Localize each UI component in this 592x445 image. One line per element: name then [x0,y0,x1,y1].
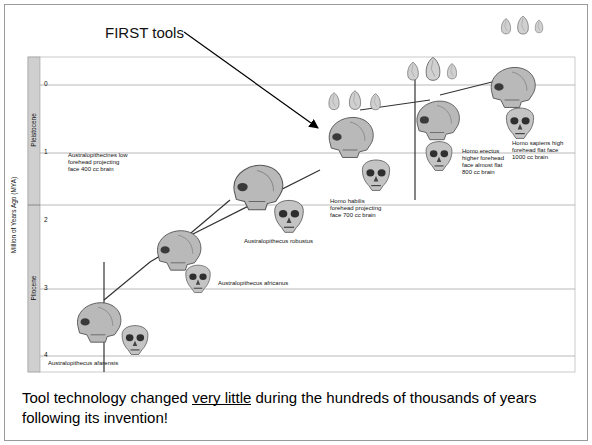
axis-number: 0 [44,80,56,87]
species-label: Australopithecus africanus [218,280,296,287]
species-label: Homo erectus higher forehead face almost… [462,148,512,176]
caption-underline [192,404,251,405]
species-label: Homo sapiens high forehead flat face 100… [512,140,566,161]
species-label: Australopithecines low forehead projecti… [68,152,130,173]
species-label: Australopithecus robustus [244,238,314,245]
slide-frame [5,5,588,441]
axis-number: 2 [44,216,56,223]
species-label: Homo habilis forehead projecting face 70… [330,198,382,219]
epoch-label: Pliocene [30,276,37,301]
axis-number: 1 [44,148,56,155]
hominid-skulls [77,67,535,354]
species-label: Australopithecus afarensis [48,360,138,367]
axis-number: 3 [44,284,56,291]
callout-label: FIRST tools [105,24,225,41]
axis-number: 4 [44,351,56,358]
leader-arrow [184,32,318,128]
axis-title: Million of Years Ago (MYA) [10,177,17,253]
chart-frame [28,57,575,372]
stone-tools [329,16,543,110]
lineage-lines [104,70,500,372]
epoch-label: Pleistocene [30,113,37,147]
time-gridlines [40,85,575,356]
slide-caption: Tool technology changed very little duri… [22,388,582,427]
